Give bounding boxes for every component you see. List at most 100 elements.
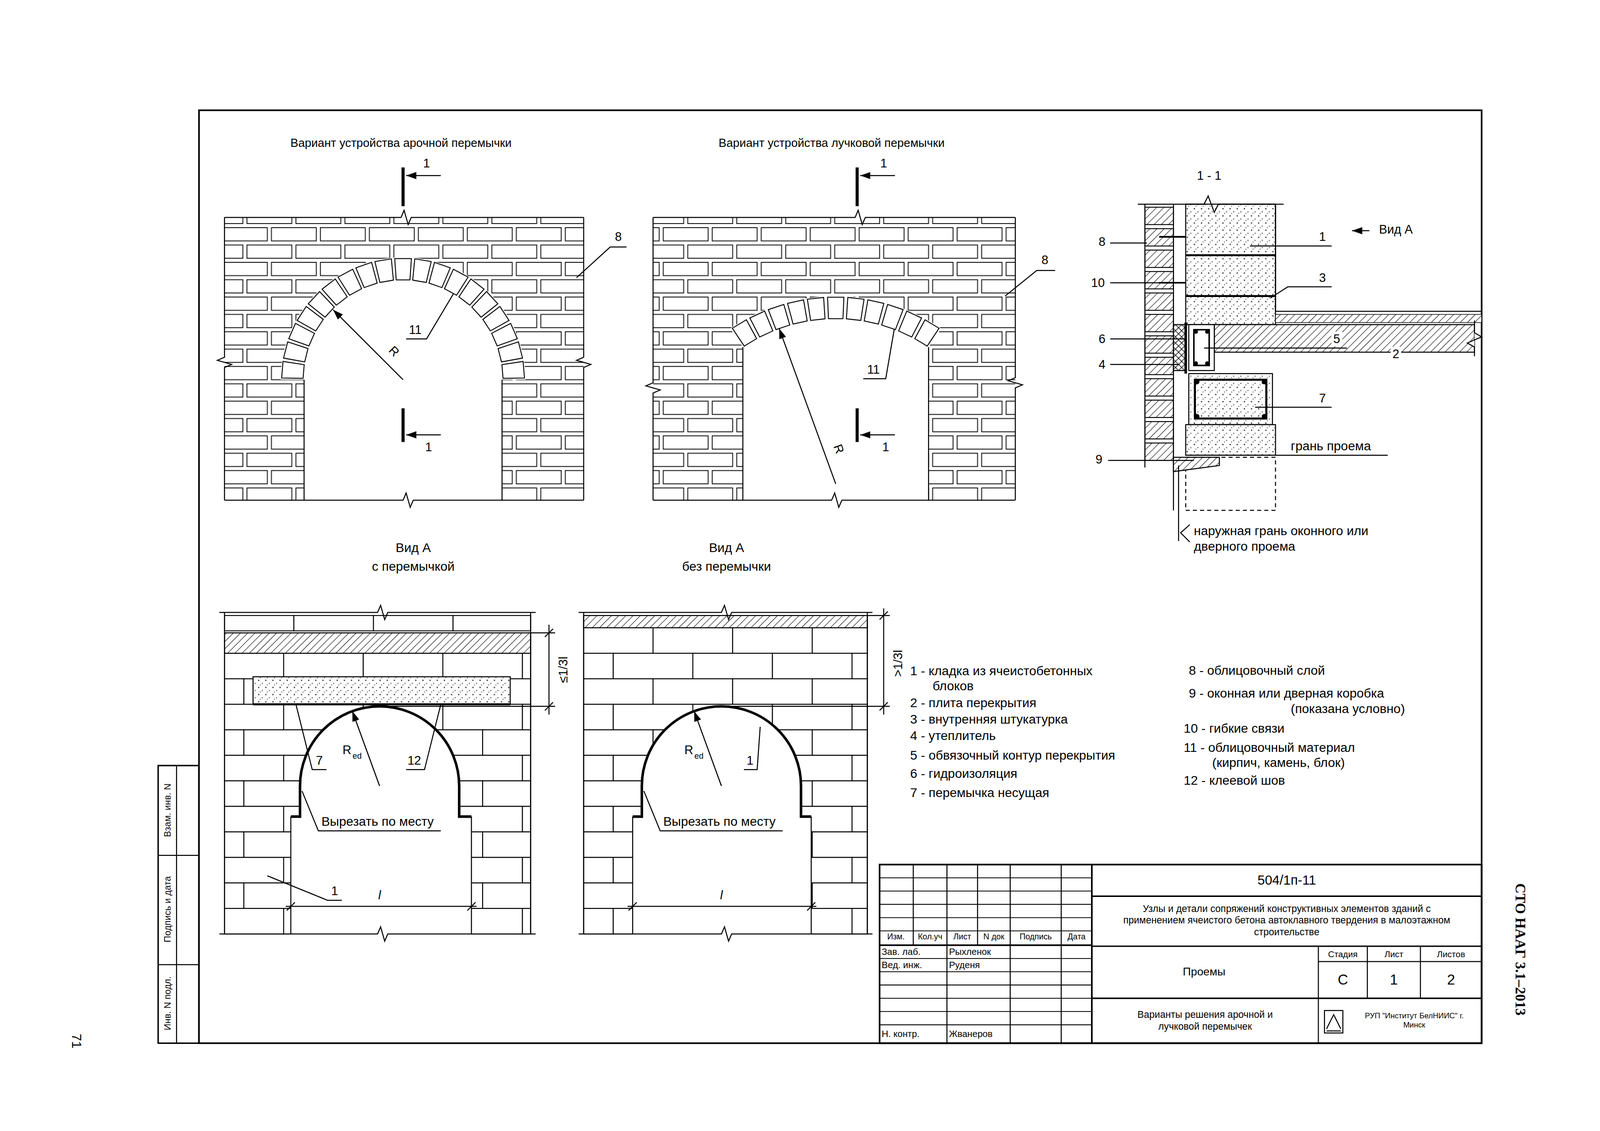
aac-blocks <box>653 678 733 705</box>
title-block-cell: Изм. <box>887 931 905 942</box>
legend-note: 12 - клеевой шов <box>1183 773 1285 789</box>
facing-bricks <box>1144 207 1174 225</box>
archive-stamp <box>158 765 199 1044</box>
aac-blocks <box>224 729 245 756</box>
title-block <box>1091 945 1482 947</box>
callout-number: 11 <box>867 362 880 377</box>
aac-blocks <box>403 882 484 909</box>
view-a-without-lintel <box>867 612 868 934</box>
legend-note: 10 - гибкие связи <box>1183 721 1285 737</box>
aac-blocks <box>812 831 868 858</box>
break-line <box>1007 217 1023 501</box>
title-block <box>1324 1010 1343 1033</box>
legend-note: 8 - облицовочный слой <box>1188 662 1325 679</box>
aac-blocks <box>522 857 531 883</box>
aac-blocks <box>363 908 443 934</box>
wall-section <box>1205 330 1209 334</box>
title-block <box>1317 945 1319 1044</box>
title-block <box>1091 895 1482 897</box>
wall-section <box>1204 347 1347 349</box>
archive-stamp <box>158 854 199 856</box>
aac-blocks <box>613 908 694 934</box>
segmental-voussoirs <box>881 304 904 330</box>
break-line <box>653 493 1016 508</box>
legend-note: 5 - обвязочный контур перекрытия <box>910 747 1116 764</box>
document-code: СТО НААГ 3.1–2013 <box>1511 883 1530 1016</box>
section-mark: 1 <box>423 155 431 171</box>
view-a-without-lintel <box>883 607 884 715</box>
wall-section <box>1108 196 1482 542</box>
section-title: 1 - 1 <box>1196 168 1222 183</box>
aac-blocks <box>613 653 694 679</box>
view-a-without-lintel <box>743 726 761 770</box>
radius-subscript: ed <box>352 751 362 761</box>
aac-blocks <box>224 704 284 730</box>
callout-number: 11 <box>409 322 422 338</box>
view-a-with-lintel <box>253 703 511 706</box>
aac-blocks <box>732 831 813 858</box>
title-block-cell: Н. контр. <box>881 1028 920 1039</box>
aac-blocks <box>522 755 531 781</box>
stamp-label: Подпись и дата <box>161 876 173 943</box>
title-block-grid <box>879 916 1092 918</box>
callout-number: 3 <box>1319 270 1326 285</box>
view-a-without-lintel <box>644 790 783 831</box>
title-block-cell: Лист <box>953 931 972 942</box>
aac-blocks <box>851 908 868 934</box>
view-a-with-lintel <box>470 816 472 934</box>
edge-label: грань проема <box>1290 438 1372 454</box>
callout-number: 8 <box>614 229 622 245</box>
aac-blocks <box>482 729 531 756</box>
view-label: Вид А <box>1379 222 1413 237</box>
aac-blocks <box>583 908 614 934</box>
wall-section <box>1270 286 1332 299</box>
title-block-grid <box>879 971 1092 972</box>
break-line <box>217 217 232 501</box>
aac-blocks <box>653 627 733 654</box>
wall-section <box>1194 379 1200 384</box>
arch-voussoirs <box>412 258 432 283</box>
stamp-label: Взам. инв. N <box>161 783 173 838</box>
break-line <box>578 605 873 620</box>
facing-bricks <box>1144 207 1174 461</box>
aac-blocks <box>323 780 404 807</box>
arch-voussoirs <box>394 258 412 281</box>
view-a-with-lintel <box>267 875 342 901</box>
aac-blocks <box>772 805 853 832</box>
arch-lintel-elevation <box>401 167 405 207</box>
title-block <box>1326 1014 1341 1031</box>
aac-blocks <box>851 653 868 679</box>
wall-section <box>1351 230 1370 232</box>
break-line <box>576 217 591 501</box>
callout-number: 1 <box>1319 229 1326 245</box>
aac-blocks <box>283 857 364 883</box>
segmental-lintel-elevation <box>779 328 836 484</box>
legend-note: 7 - перемычка несущая <box>910 785 1050 801</box>
segmental-lintel-elevation <box>742 347 929 501</box>
archive-stamp <box>158 963 199 965</box>
title-block-cell: Проемы <box>1182 964 1226 979</box>
title-block <box>912 864 914 946</box>
aac-blocks <box>442 653 523 679</box>
aac-blocks <box>482 882 531 909</box>
title-block-grid <box>879 930 1092 932</box>
wall-section <box>1194 330 1198 334</box>
arch-lintel-elevation <box>304 379 503 500</box>
title-block <box>879 864 1482 1044</box>
facing-bricks <box>1144 378 1174 396</box>
segmental-voussoirs <box>846 297 865 321</box>
radius-label: R <box>830 442 848 456</box>
dimension-label: l <box>378 887 381 903</box>
drawing-title: Вариант устройства арочной перемычки <box>290 135 512 151</box>
wall-section <box>1108 459 1195 461</box>
segmental-voussoirs <box>787 299 808 324</box>
arch-voussoirs <box>355 262 378 288</box>
callout-number: 1 <box>746 753 754 768</box>
aac-blocks <box>224 615 294 631</box>
title-block-cell: N док <box>983 931 1005 942</box>
aac-blocks <box>224 831 245 858</box>
wall-section <box>1185 454 1388 456</box>
view-subtitle: без перемычки <box>682 558 772 575</box>
title-block-cell: Руденя <box>949 959 981 971</box>
